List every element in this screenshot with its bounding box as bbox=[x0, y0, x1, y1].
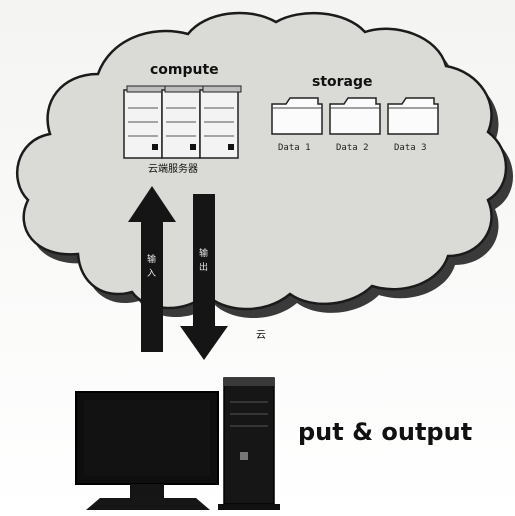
server-unit-1 bbox=[124, 86, 165, 158]
server-unit-2 bbox=[162, 86, 203, 158]
cloud-caption: 云 bbox=[256, 330, 266, 341]
server-icon bbox=[124, 86, 241, 158]
folder-icon bbox=[272, 98, 322, 134]
arrow-up-label-ch1: 输 bbox=[147, 253, 156, 265]
folder-icon bbox=[388, 98, 438, 134]
folder-icon bbox=[330, 98, 380, 134]
monitor-icon bbox=[76, 392, 218, 510]
server-unit-3 bbox=[200, 86, 241, 158]
file-label-3: Data 3 bbox=[394, 143, 427, 153]
io-label: put & output bbox=[298, 418, 472, 446]
cloud-shape bbox=[17, 13, 513, 318]
file-label-1: Data 1 bbox=[278, 143, 311, 153]
arrow-up-label-ch2: 入 bbox=[147, 268, 156, 279]
compute-label: compute bbox=[150, 62, 219, 78]
server-label: 云端服务器 bbox=[148, 162, 198, 175]
file-label-2: Data 2 bbox=[336, 143, 369, 153]
arrow-down-label-ch1: 输 bbox=[199, 247, 208, 259]
arrow-down-label-ch2: 出 bbox=[199, 261, 208, 273]
storage-label: storage bbox=[312, 74, 373, 90]
tower-pc-icon bbox=[218, 378, 280, 510]
